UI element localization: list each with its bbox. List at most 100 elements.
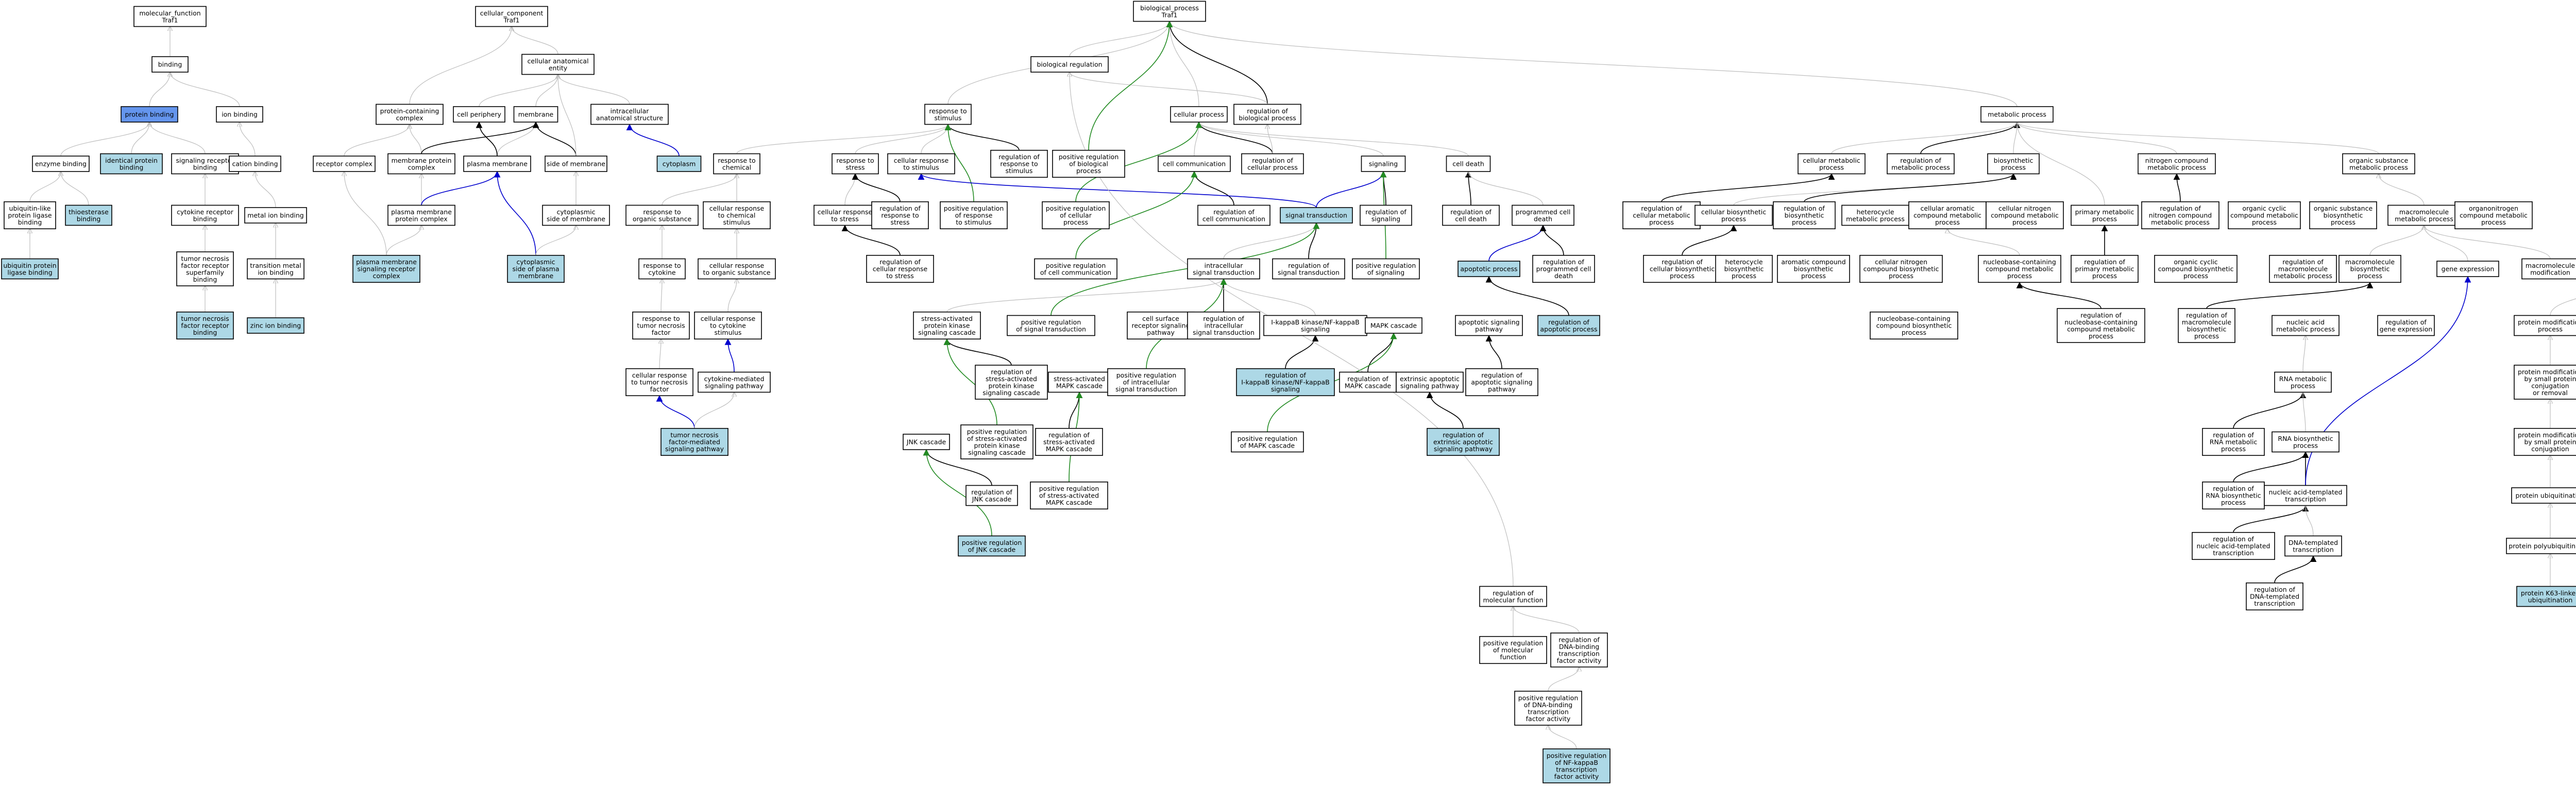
go-term-cell-periphery[interactable]: cell periphery [453,106,505,123]
go-term-gene-expression[interactable]: gene expression [2436,261,2499,277]
go-term-protein-binding[interactable]: protein binding [121,106,178,123]
go-term-mapk-cascade[interactable]: MAPK cascade [1365,317,1422,334]
go-term-signal-transduction[interactable]: signal transduction [1280,207,1353,224]
go-term-cell-death[interactable]: cell death [1446,156,1491,172]
go-term-cytoplasm[interactable]: cytoplasm [656,156,702,172]
go-term-enzyme-binding[interactable]: enzyme binding [32,156,90,172]
go-term-metabolic-process[interactable]: metabolic process [1980,106,2054,123]
go-term-ion-binding[interactable]: ion binding [216,106,263,123]
go-term-plasma-membrane[interactable]: plasma membrane [463,156,531,172]
go-term-protein-modification-by-small-protein-conjugation[interactable]: protein modificationby small proteinconj… [2514,427,2576,456]
go-term-protein-modification-by-small-protein[interactable]: protein modificationby small proteinconj… [2514,365,2576,400]
go-term-metal-ion-binding[interactable]: metal ion binding [244,207,307,224]
go-term-protein-polyubiquitination[interactable]: protein polyubiquitination [2506,538,2576,554]
go-term-zinc-ion-binding[interactable]: zinc ion binding [247,317,304,334]
